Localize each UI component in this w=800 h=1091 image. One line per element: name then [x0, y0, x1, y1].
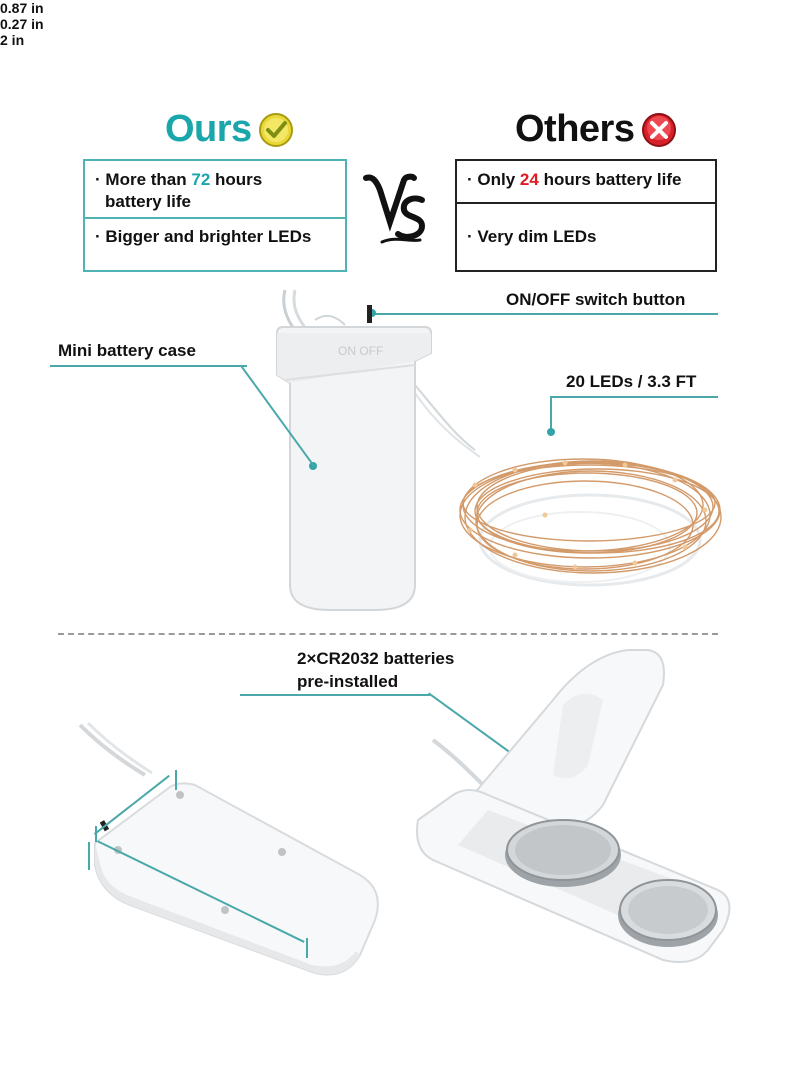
- thickness-dimension-label: 0.27 in: [0, 16, 44, 32]
- width-tick-bottom: [95, 826, 97, 842]
- feature-highlight: 24: [519, 170, 539, 189]
- ours-title: Ours: [165, 108, 252, 151]
- others-feature-box: · Only 24 hours battery life · Very dim …: [455, 159, 717, 272]
- case-switch-print: ON OFF: [338, 344, 383, 358]
- divider: [457, 202, 715, 204]
- thickness-tick-top: [88, 842, 90, 870]
- length-tick-end: [306, 938, 308, 958]
- width-tick-top: [175, 770, 177, 790]
- bullet: ·: [95, 227, 101, 246]
- section-divider: [58, 633, 718, 635]
- vs-logo: VS: [362, 170, 432, 250]
- switch-callout-line: [372, 313, 718, 315]
- bullet: ·: [467, 170, 473, 189]
- ours-feature-1: · More than 72 hours battery life: [85, 169, 345, 213]
- feature-text: hours: [210, 170, 263, 189]
- leds-callout-label: 20 LEDs / 3.3 FT: [566, 372, 697, 391]
- feature-text: Only: [477, 170, 520, 189]
- checkmark-badge-icon: [258, 112, 294, 148]
- leds-callout-line: [550, 396, 718, 398]
- case-callout-line: [50, 365, 247, 367]
- case-dimensions-image: [60, 715, 390, 985]
- ours-feature-2: · Bigger and brighter LEDs: [85, 226, 345, 248]
- leds-callout-line-vertical: [550, 396, 552, 432]
- batteries-label-line1: 2×CR2032 batteries: [297, 649, 455, 668]
- batteries-callout-line: [240, 694, 430, 696]
- others-feature-2: · Very dim LEDs: [457, 226, 715, 248]
- length-dimension-label: 2 in: [0, 32, 25, 48]
- x-badge-icon: [641, 112, 677, 148]
- batteries-label-line2: pre-installed: [297, 672, 399, 691]
- feature-text: Bigger and brighter LEDs: [105, 227, 312, 246]
- feature-text: More than: [105, 170, 192, 189]
- open-case-image: [413, 645, 738, 975]
- feature-text-line2: battery life: [105, 192, 191, 211]
- vs-text: VS: [432, 170, 433, 171]
- feature-text: hours battery life: [538, 170, 682, 189]
- feature-text: Very dim LEDs: [477, 227, 597, 246]
- width-dimension-label: 0.87 in: [0, 0, 44, 16]
- bullet: ·: [95, 170, 101, 189]
- others-title: Others: [515, 108, 635, 151]
- ours-title-text: Ours: [165, 108, 252, 150]
- ours-feature-box: · More than 72 hours battery life · Bigg…: [83, 159, 347, 272]
- case-callout-label: Mini battery case: [58, 341, 196, 360]
- switch-callout-label: ON/OFF switch button: [506, 290, 686, 309]
- divider: [85, 217, 345, 219]
- bullet: ·: [467, 227, 473, 246]
- leds-callout-dot: [547, 428, 555, 436]
- others-title-text: Others: [515, 108, 635, 150]
- feature-highlight: 72: [191, 170, 211, 189]
- battery-case-image: ON OFF: [255, 285, 725, 630]
- others-feature-1: · Only 24 hours battery life: [457, 169, 715, 191]
